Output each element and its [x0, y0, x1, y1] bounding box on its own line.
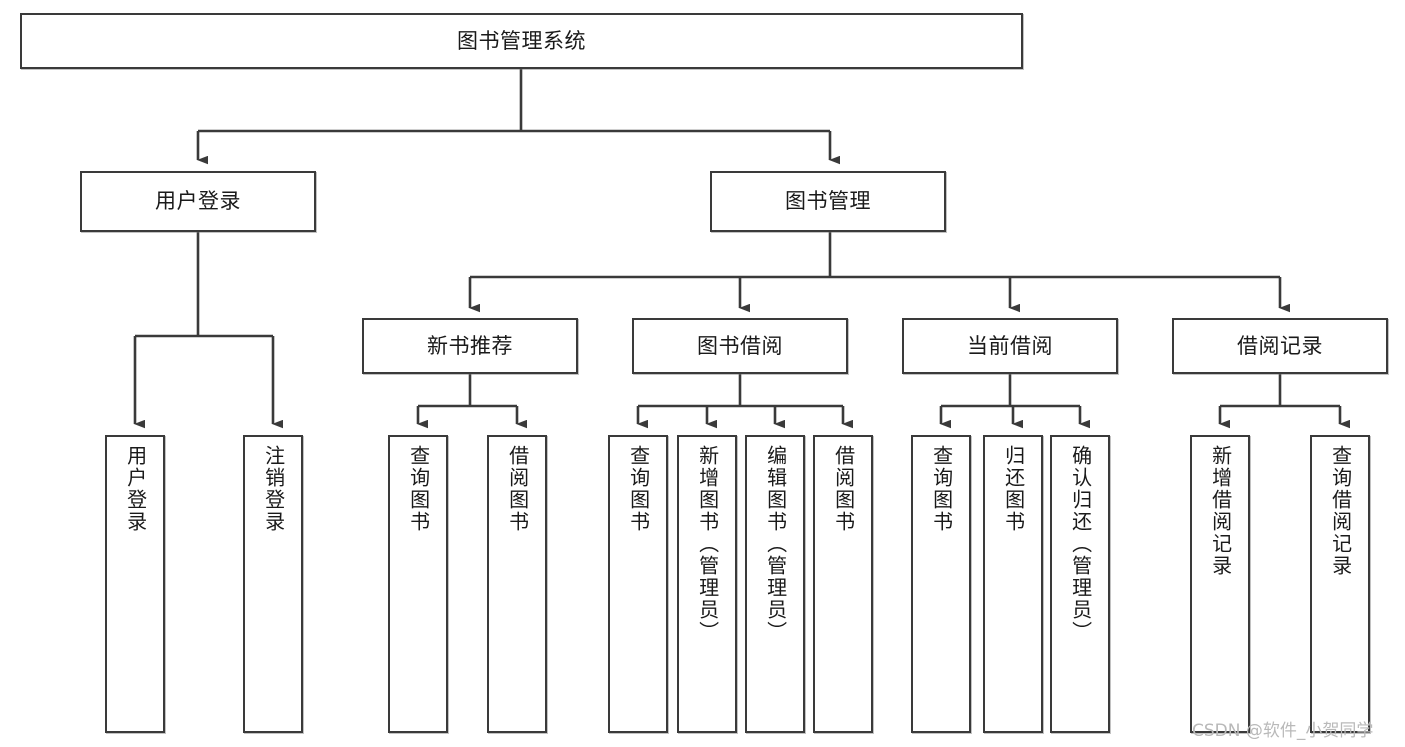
leaf-confirm-return-admin[interactable]: 确认归还（管理员）	[1050, 435, 1110, 733]
node-user-login-label: 用户登录	[155, 189, 241, 214]
leaf-query-book-current-label: 查询图书	[929, 445, 954, 533]
leaf-add-book-admin[interactable]: 新增图书（管理员）	[677, 435, 737, 733]
leaf-borrow-book-recommend-label: 借阅图书	[505, 445, 530, 533]
node-new-book-recommend[interactable]: 新书推荐	[362, 318, 578, 374]
node-root-label: 图书管理系统	[457, 28, 586, 53]
node-current-borrow-label: 当前借阅	[967, 333, 1053, 358]
leaf-add-borrow-record[interactable]: 新增借阅记录	[1190, 435, 1250, 733]
csdn-watermark: CSDN @软件_小贺同学	[1192, 721, 1374, 741]
leaf-return-book-label: 归还图书	[1001, 445, 1026, 533]
node-root[interactable]: 图书管理系统	[20, 13, 1023, 69]
leaf-query-book-borrow-label: 查询图书	[626, 445, 651, 533]
node-current-borrow[interactable]: 当前借阅	[902, 318, 1118, 374]
leaf-user-login-label: 用户登录	[123, 445, 148, 533]
node-borrow-record-label: 借阅记录	[1237, 333, 1323, 358]
leaf-query-book-recommend-label: 查询图书	[406, 445, 431, 533]
leaf-add-borrow-record-label: 新增借阅记录	[1208, 445, 1233, 577]
node-user-login[interactable]: 用户登录	[80, 171, 316, 232]
leaf-query-borrow-record-label: 查询借阅记录	[1328, 445, 1353, 577]
leaf-confirm-return-admin-label: 确认归还（管理员）	[1068, 445, 1093, 643]
leaf-query-borrow-record[interactable]: 查询借阅记录	[1310, 435, 1370, 733]
leaf-logout-label: 注销登录	[261, 445, 286, 533]
node-book-borrow-label: 图书借阅	[697, 333, 783, 358]
leaf-edit-book-admin-label: 编辑图书（管理员）	[763, 445, 788, 643]
leaf-edit-book-admin[interactable]: 编辑图书（管理员）	[745, 435, 805, 733]
leaf-query-book-recommend[interactable]: 查询图书	[388, 435, 448, 733]
leaf-borrow-book-label: 借阅图书	[831, 445, 856, 533]
node-book-borrow[interactable]: 图书借阅	[632, 318, 848, 374]
leaf-query-book-current[interactable]: 查询图书	[911, 435, 971, 733]
leaf-query-book-borrow[interactable]: 查询图书	[608, 435, 668, 733]
node-borrow-record[interactable]: 借阅记录	[1172, 318, 1388, 374]
leaf-add-book-admin-label: 新增图书（管理员）	[695, 445, 720, 643]
leaf-borrow-book[interactable]: 借阅图书	[813, 435, 873, 733]
leaf-return-book[interactable]: 归还图书	[983, 435, 1043, 733]
node-new-book-recommend-label: 新书推荐	[427, 333, 513, 358]
node-book-management[interactable]: 图书管理	[710, 171, 946, 232]
leaf-user-login[interactable]: 用户登录	[105, 435, 165, 733]
leaf-borrow-book-recommend[interactable]: 借阅图书	[487, 435, 547, 733]
node-book-management-label: 图书管理	[785, 189, 871, 214]
leaf-logout[interactable]: 注销登录	[243, 435, 303, 733]
